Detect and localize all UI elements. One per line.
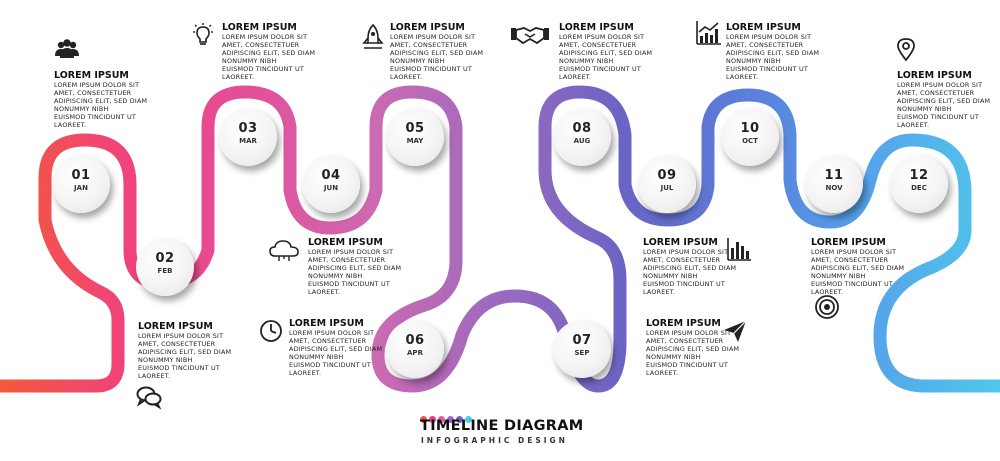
text-block-12: LOREM IPSUM LOREM IPSUM DOLOR SIT AMET, … — [897, 70, 1000, 129]
block-body: LOREM IPSUM DOLOR SIT AMET, CONSECTETUER… — [289, 329, 383, 377]
block-title: LOREM IPSUM — [559, 22, 634, 33]
step-node-07: 07 SEP — [553, 320, 611, 378]
text-block-11: LOREM IPSUM LOREM IPSUM DOLOR SIT AMET, … — [811, 237, 923, 296]
step-month-11: NOV — [825, 184, 843, 192]
block-title: LOREM IPSUM — [643, 237, 718, 248]
text-block-09: LOREM IPSUM LOREM IPSUM DOLOR SIT AMET, … — [643, 237, 755, 296]
step-number-09: 09 — [657, 168, 677, 183]
step-month-06: APR — [407, 349, 423, 357]
color-dot — [420, 416, 427, 423]
step-month-10: OCT — [742, 137, 758, 145]
step-node-06: 06 APR — [386, 320, 444, 378]
step-month-02: FEB — [157, 267, 173, 275]
step-month-08: AUG — [573, 137, 591, 145]
text-block-05: LOREM IPSUM LOREM IPSUM DOLOR SIT AMET, … — [390, 22, 502, 81]
bar-chart-icon — [727, 238, 751, 261]
block-title: LOREM IPSUM — [308, 237, 383, 248]
step-node-05: 05 MAY — [386, 108, 444, 166]
step-node-09: 09 JUL — [638, 155, 696, 213]
block-title: LOREM IPSUM — [138, 321, 213, 332]
block-title: LOREM IPSUM — [222, 22, 297, 33]
color-dot — [447, 416, 454, 423]
growth-chart-icon — [696, 21, 721, 45]
location-pin-icon — [897, 38, 915, 62]
step-number-10: 10 — [740, 121, 760, 136]
block-title: LOREM IPSUM — [54, 70, 129, 81]
cloud-icon — [269, 240, 299, 261]
text-block-04: LOREM IPSUM LOREM IPSUM DOLOR SIT AMET, … — [308, 237, 420, 296]
text-block-07: LOREM IPSUM LOREM IPSUM DOLOR SIT AMET, … — [646, 318, 758, 377]
block-title: LOREM IPSUM — [289, 318, 364, 329]
target-icon — [815, 295, 839, 319]
step-number-12: 12 — [909, 168, 929, 183]
block-title: LOREM IPSUM — [390, 22, 465, 33]
block-title: LOREM IPSUM — [811, 237, 886, 248]
diagram-title: TIMELINE DIAGRAM — [420, 418, 584, 434]
step-month-04: JUN — [323, 184, 339, 192]
text-block-10: LOREM IPSUM LOREM IPSUM DOLOR SIT AMET, … — [726, 22, 838, 81]
block-body: LOREM IPSUM DOLOR SIT AMET, CONSECTETUER… — [897, 81, 991, 129]
step-month-09: JUL — [660, 184, 674, 192]
step-number-03: 03 — [238, 121, 258, 136]
block-title: LOREM IPSUM — [897, 70, 972, 81]
chat-bubbles-icon — [136, 386, 162, 410]
step-node-10: 10 OCT — [721, 108, 779, 166]
people-icon — [55, 39, 79, 58]
block-body: LOREM IPSUM DOLOR SIT AMET, CONSECTETUER… — [54, 81, 148, 129]
block-body: LOREM IPSUM DOLOR SIT AMET, CONSECTETUER… — [643, 248, 737, 296]
text-block-02: LOREM IPSUM LOREM IPSUM DOLOR SIT AMET, … — [138, 321, 250, 380]
step-number-07: 07 — [572, 333, 592, 348]
step-number-08: 08 — [572, 121, 592, 136]
step-number-01: 01 — [71, 168, 91, 183]
step-node-02: 02 FEB — [136, 238, 194, 296]
step-node-11: 11 NOV — [805, 155, 863, 213]
diagram-subtitle: INFOGRAPHIC DESIGN — [421, 436, 568, 445]
step-month-03: MAR — [239, 137, 257, 145]
step-node-01: 01 JAN — [52, 155, 110, 213]
block-body: LOREM IPSUM DOLOR SIT AMET, CONSECTETUER… — [390, 33, 484, 81]
paper-plane-icon — [724, 320, 747, 342]
step-month-05: MAY — [406, 137, 424, 145]
block-title: LOREM IPSUM — [646, 318, 721, 329]
block-body: LOREM IPSUM DOLOR SIT AMET, CONSECTETUER… — [811, 248, 905, 296]
color-dots — [420, 408, 474, 427]
step-node-04: 04 JUN — [302, 155, 360, 213]
text-block-01: LOREM IPSUM LOREM IPSUM DOLOR SIT AMET, … — [54, 70, 166, 129]
step-number-04: 04 — [321, 168, 341, 183]
step-node-12: 12 DEC — [890, 155, 948, 213]
block-title: LOREM IPSUM — [726, 22, 801, 33]
step-number-02: 02 — [155, 251, 175, 266]
step-month-07: SEP — [574, 349, 590, 357]
color-dot — [456, 416, 463, 423]
step-node-03: 03 MAR — [219, 108, 277, 166]
step-number-11: 11 — [824, 168, 844, 183]
color-dot — [438, 416, 445, 423]
step-number-06: 06 — [405, 333, 425, 348]
block-body: LOREM IPSUM DOLOR SIT AMET, CONSECTETUER… — [646, 329, 740, 377]
text-block-03: LOREM IPSUM LOREM IPSUM DOLOR SIT AMET, … — [222, 22, 334, 81]
step-month-01: JAN — [74, 184, 88, 192]
text-block-08: LOREM IPSUM LOREM IPSUM DOLOR SIT AMET, … — [559, 22, 671, 81]
handshake-icon — [511, 27, 549, 45]
block-body: LOREM IPSUM DOLOR SIT AMET, CONSECTETUER… — [308, 248, 402, 296]
rocket-icon — [362, 24, 384, 49]
lightbulb-icon — [193, 23, 213, 45]
block-body: LOREM IPSUM DOLOR SIT AMET, CONSECTETUER… — [222, 33, 316, 81]
step-month-12: DEC — [911, 184, 927, 192]
step-node-08: 08 AUG — [553, 108, 611, 166]
color-dot — [465, 416, 472, 423]
text-block-06: LOREM IPSUM LOREM IPSUM DOLOR SIT AMET, … — [289, 318, 401, 377]
step-number-05: 05 — [405, 121, 425, 136]
color-dot — [429, 416, 436, 423]
block-body: LOREM IPSUM DOLOR SIT AMET, CONSECTETUER… — [559, 33, 653, 81]
block-body: LOREM IPSUM DOLOR SIT AMET, CONSECTETUER… — [138, 332, 232, 380]
block-body: LOREM IPSUM DOLOR SIT AMET, CONSECTETUER… — [726, 33, 820, 81]
clock-icon — [260, 320, 282, 342]
